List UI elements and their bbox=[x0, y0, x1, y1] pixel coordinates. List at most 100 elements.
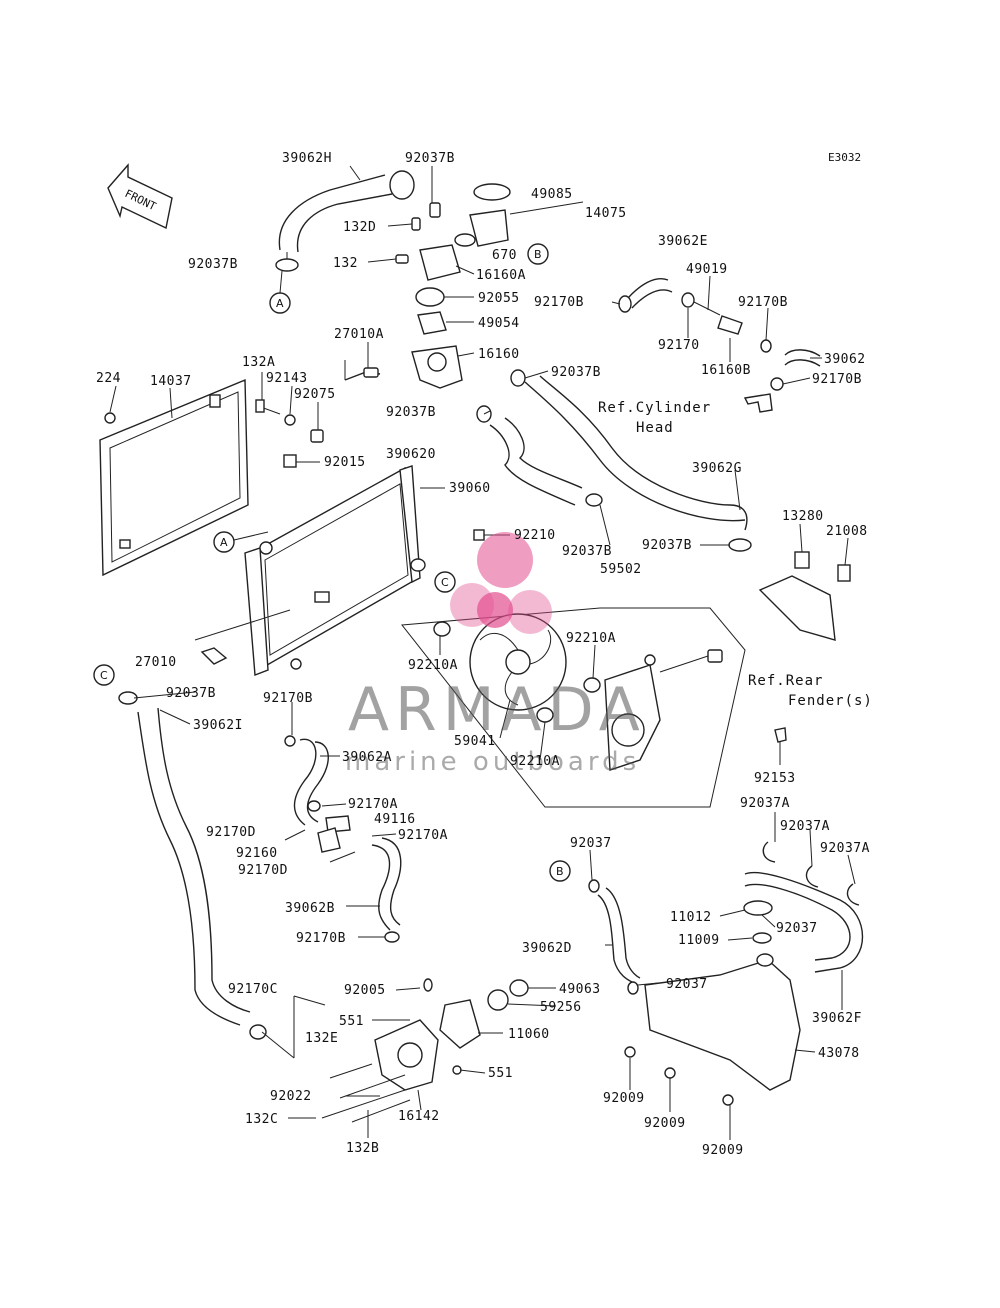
clamp-92037b-left bbox=[275, 258, 299, 272]
part-label-39062: 39062 bbox=[824, 352, 866, 367]
fitting-49019 bbox=[681, 292, 821, 413]
connector-b-top-label: B bbox=[534, 248, 542, 261]
part-label-92037a-3: 92037A bbox=[820, 841, 870, 856]
part-label-92210a-1: 92210A bbox=[566, 631, 616, 646]
diagram-code: E3032 bbox=[828, 151, 861, 164]
part-label-13280: 13280 bbox=[782, 509, 824, 524]
connector-a-top-label: A bbox=[276, 297, 284, 310]
part-label-390620: 390620 bbox=[386, 447, 436, 462]
part-label-132b: 132B bbox=[346, 1141, 379, 1156]
part-label-39060: 39060 bbox=[449, 481, 491, 496]
part-label-43078: 43078 bbox=[818, 1046, 860, 1061]
part-label-92170a-1: 92170A bbox=[348, 797, 398, 812]
part-label-92037b-e: 92037B bbox=[166, 686, 216, 701]
part-label-39062h: 39062H bbox=[282, 151, 332, 166]
part-label-49063: 49063 bbox=[559, 982, 601, 997]
ref-cylinder-head-2: Head bbox=[636, 420, 674, 436]
bolt-set-132a bbox=[255, 399, 324, 443]
part-label-92022: 92022 bbox=[270, 1089, 312, 1104]
part-label-39062a: 39062A bbox=[342, 750, 392, 765]
part-label-21008: 21008 bbox=[826, 524, 868, 539]
part-label-49085: 49085 bbox=[531, 187, 573, 202]
part-label-132d: 132D bbox=[343, 220, 376, 235]
part-label-92143: 92143 bbox=[266, 371, 308, 386]
connector-b-low bbox=[549, 860, 571, 882]
connector-b-low-label: B bbox=[556, 865, 564, 878]
rear-fender-bracket bbox=[758, 551, 851, 641]
radiator-screen-14037 bbox=[99, 378, 249, 577]
part-label-14075: 14075 bbox=[585, 206, 627, 221]
part-labels: 39062H 92037B 49085 14075 132D 670 92037… bbox=[96, 151, 870, 1158]
hose-39062i bbox=[137, 707, 267, 1040]
connector-c-low bbox=[93, 664, 115, 686]
watermark-brand: ARMADA bbox=[348, 675, 646, 745]
part-label-92037b-d: 92037B bbox=[642, 538, 692, 553]
part-label-92170b-4: 92170B bbox=[263, 691, 313, 706]
part-label-27010a: 27010A bbox=[334, 327, 384, 342]
front-arrow-icon: FRONT bbox=[107, 163, 173, 230]
part-label-92170: 92170 bbox=[658, 338, 700, 353]
hose-39062f bbox=[744, 841, 864, 973]
part-label-670: 670 bbox=[492, 248, 517, 263]
part-label-16160: 16160 bbox=[478, 347, 520, 362]
hose-39062b bbox=[371, 837, 402, 943]
part-label-92037b-b: 92037B bbox=[386, 405, 436, 420]
sensor-27010 bbox=[194, 609, 291, 665]
part-label-39062i: 39062I bbox=[193, 718, 243, 733]
part-label-39062d: 39062D bbox=[522, 941, 572, 956]
hose-39062g bbox=[510, 369, 748, 531]
hose-39062d bbox=[588, 879, 641, 995]
ref-rear-fender-2: Fender(s) bbox=[788, 693, 873, 709]
leader-lines bbox=[109, 165, 856, 1140]
part-label-551-2: 551 bbox=[488, 1066, 513, 1081]
hose-39062a bbox=[284, 735, 356, 863]
part-label-92037b-left: 92037B bbox=[188, 257, 238, 272]
part-label-92210a-2: 92210A bbox=[408, 658, 458, 673]
connector-a-mid bbox=[213, 531, 235, 553]
part-label-92170b-2: 92170B bbox=[738, 295, 788, 310]
hose-390620 bbox=[476, 405, 603, 507]
part-label-39062g: 39062G bbox=[692, 461, 742, 476]
fan-assembly-59502 bbox=[401, 607, 746, 808]
part-label-39062f: 39062F bbox=[812, 1011, 862, 1026]
watermark-logo: ARMADA marine outboards bbox=[345, 532, 646, 777]
part-label-92037a-2: 92037A bbox=[780, 819, 830, 834]
part-label-92009-2: 92009 bbox=[644, 1116, 686, 1131]
sensor-27010a bbox=[344, 360, 381, 381]
watermark-tagline: marine outboards bbox=[345, 747, 640, 777]
part-label-59502: 59502 bbox=[600, 562, 642, 577]
part-label-92037b-c: 92037B bbox=[562, 544, 612, 559]
part-label-49116: 49116 bbox=[374, 812, 416, 827]
part-label-92037-1: 92037 bbox=[570, 836, 612, 851]
part-label-92015: 92015 bbox=[324, 455, 366, 470]
part-label-92037b-mid: 92037B bbox=[551, 365, 601, 380]
part-label-39062e: 39062E bbox=[658, 234, 708, 249]
part-label-59256: 59256 bbox=[540, 1000, 582, 1015]
ref-rear-fender-1: Ref.Rear bbox=[748, 673, 823, 689]
part-label-132: 132 bbox=[333, 256, 358, 271]
part-label-11009: 11009 bbox=[678, 933, 720, 948]
grommet-92210 bbox=[473, 529, 485, 541]
part-label-92210a-3: 92210A bbox=[510, 754, 560, 769]
part-label-92170b-5: 92170B bbox=[296, 931, 346, 946]
part-label-16160b: 16160B bbox=[701, 363, 751, 378]
part-label-132e: 132E bbox=[305, 1031, 338, 1046]
thermostat-housing bbox=[395, 183, 511, 389]
part-label-92009-1: 92009 bbox=[603, 1091, 645, 1106]
part-label-11012: 11012 bbox=[670, 910, 712, 925]
part-label-92170b-3: 92170B bbox=[812, 372, 862, 387]
part-label-224: 224 bbox=[96, 371, 121, 386]
part-label-132a: 132A bbox=[242, 355, 275, 370]
part-label-92055: 92055 bbox=[478, 291, 520, 306]
part-label-92037-2: 92037 bbox=[776, 921, 818, 936]
part-label-92210: 92210 bbox=[514, 528, 556, 543]
part-label-16142: 16142 bbox=[398, 1109, 440, 1124]
part-label-39062b: 39062B bbox=[285, 901, 335, 916]
part-label-132c: 132C bbox=[245, 1112, 278, 1127]
part-label-92170d-2: 92170D bbox=[238, 863, 288, 878]
part-label-92009-3: 92009 bbox=[702, 1143, 744, 1158]
part-label-92037a-1: 92037A bbox=[740, 796, 790, 811]
part-label-92005: 92005 bbox=[344, 983, 386, 998]
part-label-16160a: 16160A bbox=[476, 268, 526, 283]
